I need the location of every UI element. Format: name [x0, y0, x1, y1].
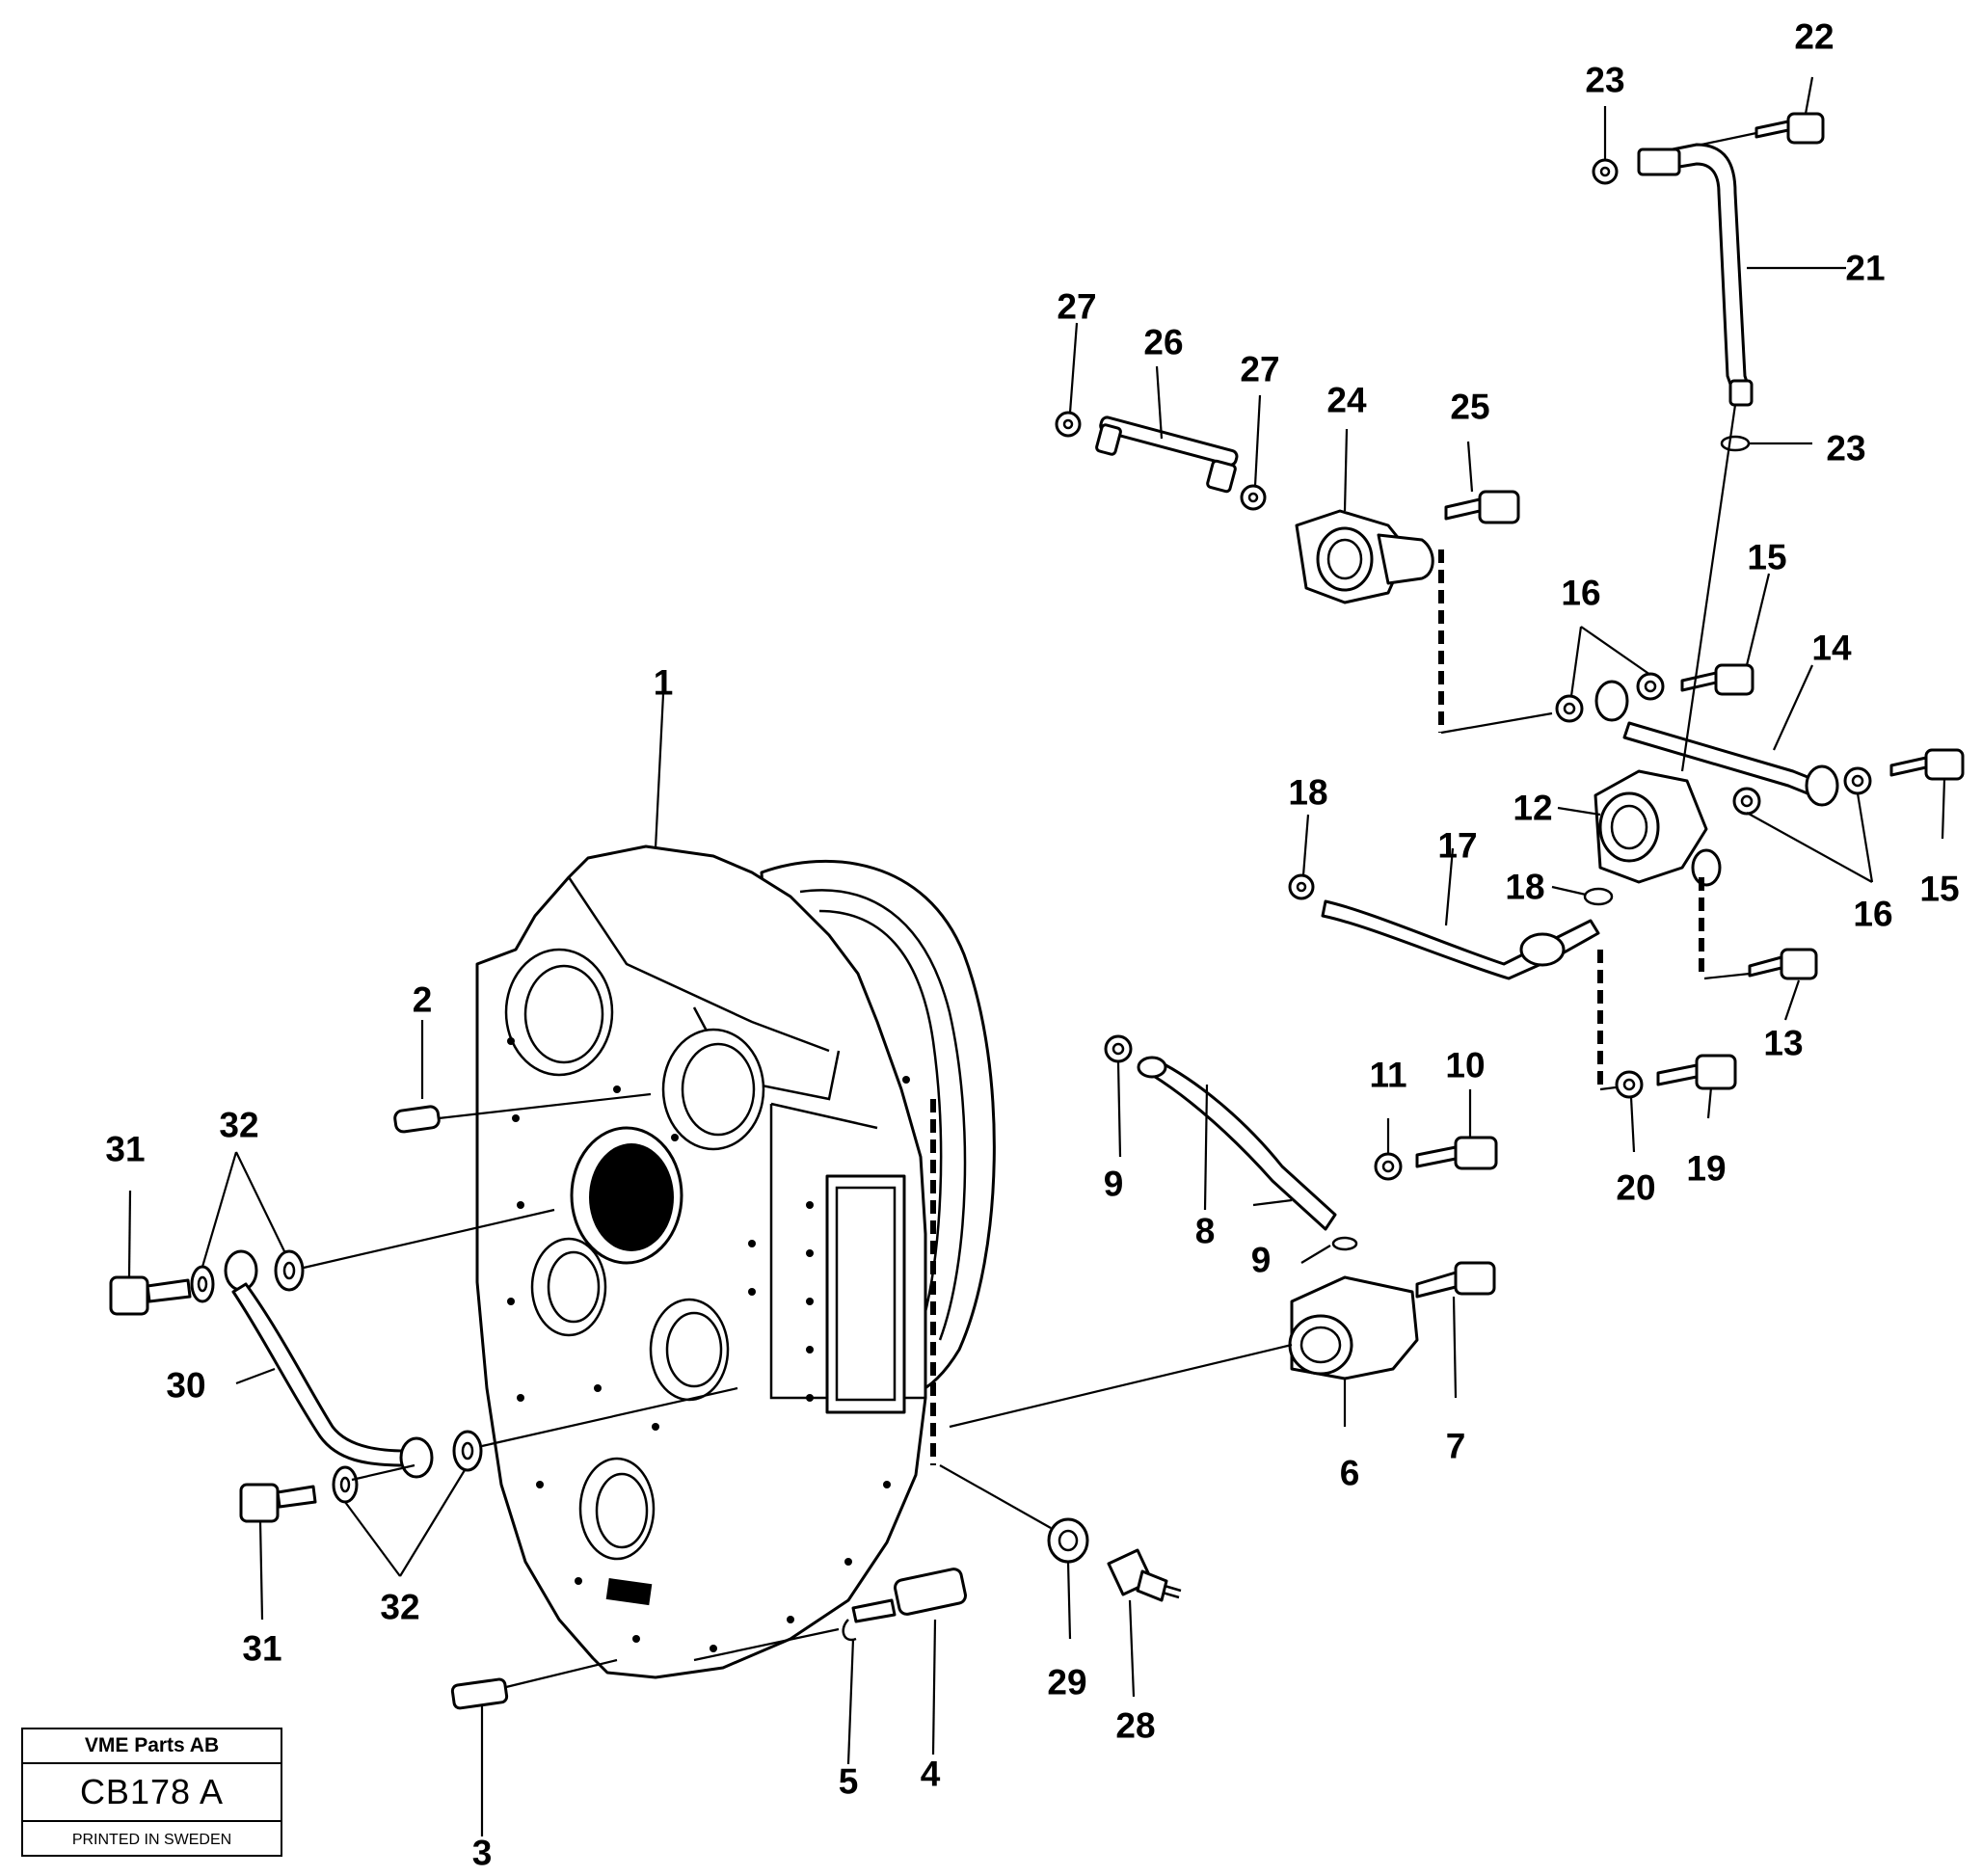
callout-22: 22: [1794, 17, 1834, 57]
callout-24: 24: [1326, 381, 1367, 420]
bore-6: [578, 1457, 656, 1561]
part-16-washers: [1555, 672, 1872, 816]
part-31-bolts: [109, 1275, 317, 1523]
bore-2: [661, 1028, 765, 1151]
title-block-company: VME Parts AB: [23, 1729, 281, 1764]
callout-8: 8: [1195, 1212, 1216, 1251]
part-7-bolt: [1415, 1261, 1496, 1299]
part-15-bolts: [1680, 663, 1965, 781]
part-2-dowel: [393, 1092, 652, 1134]
part-26-pipe: [1095, 415, 1239, 494]
pipe30-leader-bottom: [481, 1386, 738, 1448]
callout-1: 1: [654, 663, 674, 703]
callout-15b: 15: [1919, 870, 1959, 909]
bore-4: [530, 1237, 607, 1337]
part-22-bolt: [1701, 112, 1825, 147]
pipe30-leader-top: [303, 1208, 555, 1270]
part-30-pipe: [224, 1249, 434, 1479]
part-10-bolt: [1415, 1136, 1498, 1170]
callout-14: 14: [1811, 629, 1852, 668]
callout-7: 7: [1446, 1427, 1466, 1466]
callout-32b: 32: [380, 1588, 419, 1627]
callout-16a: 16: [1561, 574, 1600, 613]
part-3-pin: [450, 1658, 618, 1710]
callout-labels: 1 2 3 4 5 6 7 8 9 9 10 11 12 13 14 15 15…: [105, 17, 1959, 1873]
callout-32a: 32: [219, 1106, 258, 1145]
callout-27a: 27: [1057, 287, 1096, 327]
part-24-flange: [1295, 509, 1434, 604]
gear-housing: [475, 844, 996, 1679]
callout-23b: 23: [1826, 429, 1865, 469]
housing-window: [825, 1174, 906, 1414]
part-25-bolt: [1444, 490, 1520, 524]
flange-leader: [1440, 711, 1553, 735]
part-27-washers: [1055, 411, 1267, 511]
part-32-washers: [190, 1249, 483, 1504]
callout-4: 4: [921, 1755, 941, 1794]
callout-26: 26: [1143, 323, 1183, 362]
part-12-pump-housing: [1594, 769, 1722, 887]
callout-10: 10: [1445, 1046, 1485, 1085]
callout-9a: 9: [1104, 1165, 1124, 1204]
callout-3: 3: [472, 1834, 493, 1873]
bore-1: [504, 948, 614, 1077]
part-17-pipe: [1321, 899, 1600, 980]
callout-30: 30: [166, 1366, 205, 1406]
callout-20: 20: [1616, 1168, 1655, 1208]
title-block-printed: PRINTED IN SWEDEN: [71, 1832, 232, 1848]
part-14-pipe: [1594, 680, 1839, 807]
callout-21: 21: [1845, 249, 1885, 288]
callout-6: 6: [1340, 1454, 1360, 1493]
housing-bolt-holes: [507, 1037, 910, 1652]
title-block: VME Parts AB CB178 A PRINTED IN SWEDEN: [21, 1728, 282, 1857]
bolt31-leader: [351, 1463, 415, 1482]
part-8-pipe: [1137, 1056, 1337, 1231]
callout-5: 5: [839, 1762, 859, 1802]
callout-18a: 18: [1288, 773, 1327, 813]
callout-29: 29: [1047, 1663, 1086, 1702]
part-13-bolt: [1703, 948, 1818, 980]
callout-31a: 31: [105, 1130, 145, 1169]
part-11-washer: [1374, 1152, 1403, 1181]
callout-23a: 23: [1585, 61, 1624, 100]
part-9-washers: [1104, 1034, 1358, 1251]
callout-2: 2: [413, 980, 433, 1020]
callout-28: 28: [1115, 1706, 1155, 1746]
callout-9b: 9: [1251, 1241, 1272, 1280]
callout-19: 19: [1686, 1149, 1726, 1189]
part-20-washer: [1599, 1070, 1644, 1099]
callout-25: 25: [1450, 388, 1489, 427]
callout-13: 13: [1763, 1024, 1803, 1063]
part-4-bolt: [851, 1568, 967, 1623]
callout-18b: 18: [1505, 868, 1544, 907]
callout-16b: 16: [1853, 895, 1892, 934]
callout-31b: 31: [242, 1629, 281, 1669]
callout-27b: 27: [1240, 350, 1279, 389]
part-6-valve-block: [949, 1275, 1419, 1429]
callout-17: 17: [1437, 826, 1477, 866]
callout-15a: 15: [1747, 538, 1786, 577]
callout-11: 11: [1369, 1056, 1406, 1095]
part-19-bolt: [1656, 1054, 1737, 1090]
title-block-code: CB178 A: [23, 1764, 281, 1822]
part-29-washer: [939, 1464, 1089, 1564]
part-18-washers: [1288, 873, 1614, 906]
part-21-pipe: [1637, 143, 1754, 772]
part-28-sensor: [1107, 1548, 1182, 1602]
housing-label-plate: [605, 1578, 653, 1606]
callout-12: 12: [1513, 789, 1552, 828]
callout-leaders: [127, 76, 1946, 1836]
